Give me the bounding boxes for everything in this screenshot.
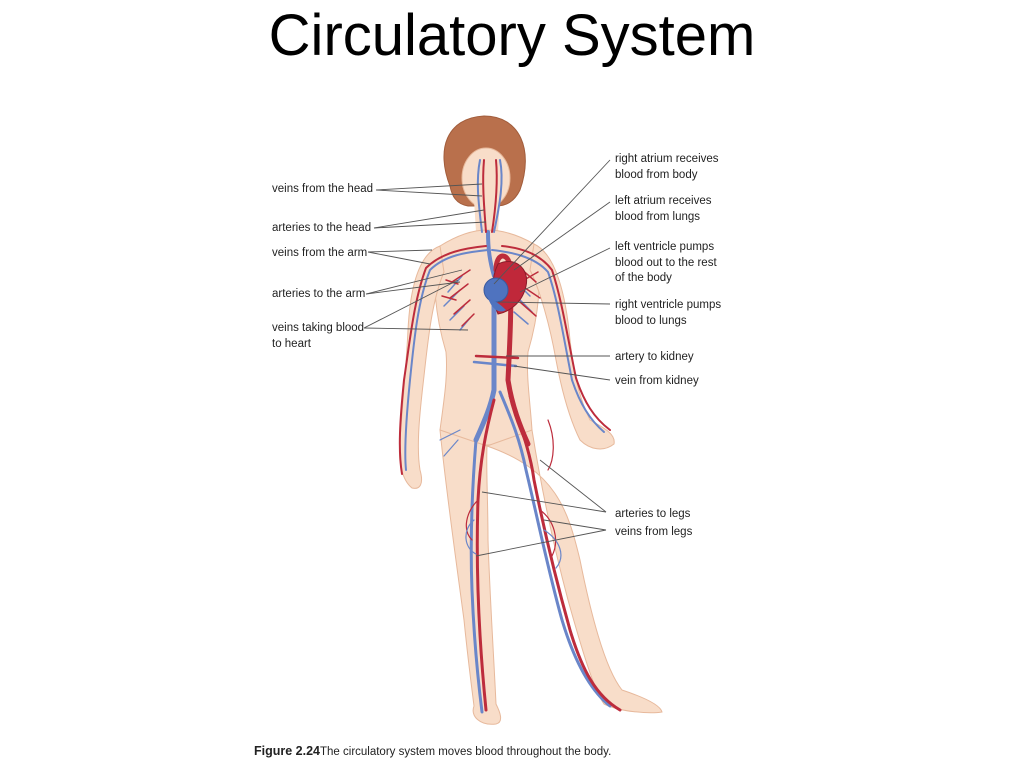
inferior-vena-cava (473, 297, 497, 443)
label-left-ventricle-line2: blood out to the rest (615, 257, 717, 269)
blood-vessels (398, 159, 622, 714)
heart (483, 261, 528, 315)
vein-legs-branches (439, 429, 562, 569)
label-veins-from-head: veins from the head (272, 183, 373, 195)
leader-arteries-head-2 (373, 221, 487, 229)
leader-veins-legs-2 (475, 529, 607, 557)
leader-veins-head-2 (375, 189, 483, 197)
label-right-atrium-line1: right atrium receives (615, 153, 719, 165)
label-veins-from-arm: veins from the arm (272, 247, 367, 259)
slide-title: Circulatory System (268, 3, 756, 68)
artery-head-right (491, 159, 498, 233)
leader-arteries-arm-1 (365, 269, 463, 295)
leader-lines (363, 159, 611, 557)
artery-leg-right (508, 394, 622, 712)
leader-vein-kidney (513, 365, 611, 381)
leader-veins-heart-1 (363, 279, 459, 329)
leader-veins-head-1 (375, 183, 483, 191)
vein-head-left (476, 159, 483, 233)
face (461, 147, 511, 209)
vein-leg-right (498, 390, 612, 708)
leader-arteries-legs-2 (481, 491, 607, 513)
label-right-ventricle-line2: blood to lungs (615, 315, 687, 327)
artery-arm-left (398, 245, 487, 475)
leader-arteries-head-1 (373, 209, 485, 229)
leader-arteries-legs-1 (539, 459, 607, 513)
leader-veins-heart-2 (363, 327, 469, 331)
leader-left-ventricle (519, 247, 611, 293)
label-artery-to-kidney: artery to kidney (615, 351, 694, 363)
leader-right-ventricle (497, 301, 611, 305)
label-left-atrium-line1: left atrium receives (615, 195, 712, 207)
artery-kidney (474, 354, 520, 360)
leader-arteries-arm-2 (365, 281, 461, 295)
leader-veins-arm-1 (367, 249, 433, 253)
caption-figure-number: Figure 2.24 (254, 744, 320, 758)
artery-lungs-left (441, 269, 475, 327)
vein-leg-left (469, 438, 484, 714)
body-silhouette (399, 115, 663, 725)
label-arteries-to-arm: arteries to the arm (272, 288, 365, 300)
label-vein-from-kidney: vein from kidney (615, 375, 699, 387)
label-veins-from-legs: veins from legs (615, 526, 693, 538)
artery-head-left (482, 159, 487, 233)
left-arm (399, 245, 445, 489)
artery-leg-left (475, 398, 496, 712)
label-arteries-to-head: arteries to the head (272, 222, 371, 234)
label-veins-taking-blood-line1: veins taking blood (272, 322, 364, 334)
label-left-ventricle-line3: of the body (615, 272, 672, 284)
label-arteries-to-legs: arteries to legs (615, 508, 691, 520)
label-veins-taking-blood-line2: to heart (272, 338, 312, 350)
leader-veins-legs-1 (543, 519, 607, 531)
leader-right-atrium (493, 159, 611, 285)
label-right-atrium-line2: blood from body (615, 169, 698, 181)
label-right-ventricle-line1: right ventricle pumps (615, 299, 721, 311)
right-leg (485, 429, 663, 714)
artery-arm-right (501, 245, 611, 431)
leader-veins-arm-2 (367, 251, 431, 265)
heart-right-ventricle (488, 298, 506, 312)
label-left-atrium-line2: blood from lungs (615, 211, 700, 223)
vein-head-right (493, 159, 503, 233)
label-left-ventricle-line1: left ventricle pumps (615, 241, 714, 253)
vein-arm-left (404, 249, 489, 471)
vein-arm-right (491, 249, 605, 433)
vein-lungs-left (443, 275, 471, 331)
leader-left-atrium (513, 201, 611, 271)
superior-vena-cava (486, 230, 496, 278)
caption-text: The circulatory system moves blood throu… (320, 746, 611, 758)
artery-lungs-right (519, 267, 541, 317)
right-arm (529, 243, 615, 450)
